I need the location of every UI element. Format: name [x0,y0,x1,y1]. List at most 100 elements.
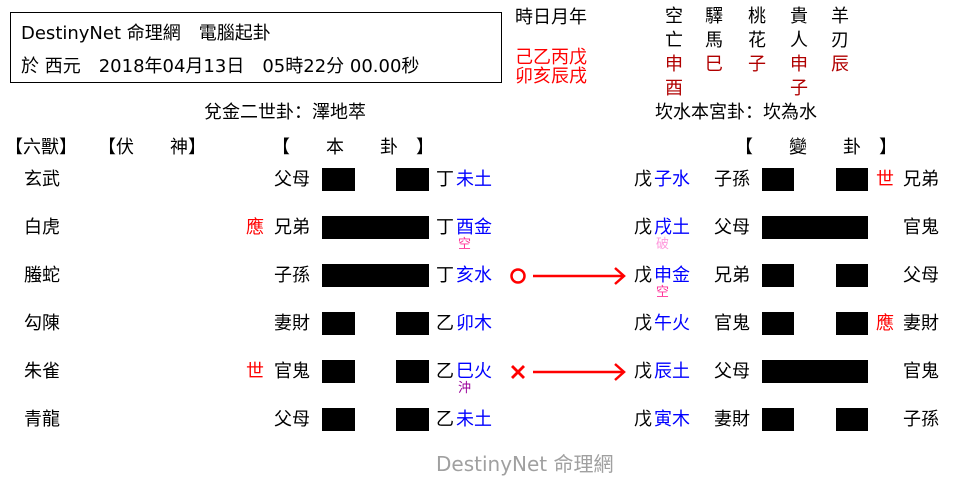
shensha-name: 人 [790,30,808,51]
bian-stem: 戊 [634,409,652,430]
shensha-name: 貴 [790,6,808,27]
shensha-name: 馬 [705,30,723,51]
yin-bar-left [762,168,794,191]
yin-bar-left [322,312,355,335]
najia-branch: 未土 [456,409,492,430]
shensha-name: 桃 [748,6,766,27]
shensha-kongwang: 空 亡 申 酉 [663,5,685,101]
shensha-name: 亡 [665,30,683,51]
header-fushen: 【伏 神】 [98,137,206,158]
najia-stem: 乙 [436,361,454,382]
moving-yao-cross-arrow-icon [511,363,626,381]
yin-bar-right [396,168,429,191]
yin-bar-right [836,264,868,287]
shensha-value: 子 [748,54,766,75]
yin-bar-left [762,264,794,287]
header-liushou: 【六獸】 [5,137,77,158]
title-line: DestinyNet 命理網 電腦起卦 [21,23,271,44]
bian-branch: 申金 [654,265,690,286]
po-note: 破 [656,237,670,252]
yin-bar-left [322,408,355,431]
yang-bar [762,216,868,239]
moving-yao-circle-arrow-icon [510,267,626,285]
info-box: DestinyNet 命理網 電腦起卦 於 西元 2018年04月13日 05時… [10,12,502,83]
chong-note: 沖 [458,381,472,396]
beast-label: 青龍 [24,409,60,430]
shensha-value: 巳 [705,54,723,75]
beast-label: 玄武 [24,169,60,190]
palace-relative: 父母 [903,265,939,286]
yin-bar-right [836,312,868,335]
shi-ying-mark: 應 [246,217,264,238]
bian-relative: 妻財 [714,409,750,430]
palace-relative: 官鬼 [903,217,939,238]
kong-note: 空 [458,237,472,252]
shensha-name: 驛 [705,6,723,27]
shensha-yima: 驛 馬 巳 [703,5,725,77]
yang-bar [322,216,429,239]
yin-bar-right [836,408,868,431]
palace-relative: 官鬼 [903,361,939,382]
palace-relative: 兄弟 [903,169,939,190]
najia-stem: 丁 [436,169,454,190]
najia-branch: 酉金 [456,217,492,238]
bian-branch: 子水 [654,169,690,190]
relative-label: 妻財 [274,313,310,334]
bian-branch: 辰土 [654,361,690,382]
yin-bar-left [762,312,794,335]
yin-bar-right [396,312,429,335]
najia-branch: 卯木 [456,313,492,334]
palace-relative: 妻財 [903,313,939,334]
ganzhi-branches: 卯亥辰戌 [515,66,587,87]
relative-label: 父母 [274,169,310,190]
shensha-value: 子 [790,78,808,99]
shensha-name: 空 [665,6,683,27]
bian-stem: 戊 [634,265,652,286]
shensha-name: 刃 [831,30,849,51]
bian-relative: 兄弟 [714,265,750,286]
najia-stem: 丁 [436,265,454,286]
yin-bar-right [396,408,429,431]
yang-bar [762,360,868,383]
bian-branch: 戌土 [654,217,690,238]
beast-label: 朱雀 [24,361,60,382]
relative-label: 父母 [274,409,310,430]
palace-relative: 子孫 [903,409,939,430]
yin-bar-right [396,360,429,383]
bian-branch: 寅木 [654,409,690,430]
bian-stem: 戊 [634,217,652,238]
najia-branch: 未土 [456,169,492,190]
beast-label: 螣蛇 [24,265,60,286]
bian-stem: 戊 [634,169,652,190]
bian-relative: 官鬼 [714,313,750,334]
shensha-guiren: 貴 人 申 子 [788,5,810,101]
bian-gua-title: 坎水本宮卦：坎為水 [655,102,817,123]
bian-branch: 午火 [654,313,690,334]
bian-relative: 子孫 [714,169,750,190]
bian-stem: 戊 [634,313,652,334]
shensha-value: 申 [665,54,683,75]
shensha-value: 申 [790,54,808,75]
shi-ying-mark: 世 [876,169,894,190]
yang-bar [322,264,429,287]
shensha-yangren: 羊 刃 辰 [829,5,851,77]
yin-bar-left [322,168,355,191]
relative-label: 兄弟 [274,217,310,238]
shensha-taohua: 桃 花 子 [746,5,768,77]
shensha-name: 羊 [831,6,849,27]
najia-branch: 亥水 [456,265,492,286]
shensha-value: 辰 [831,54,849,75]
yin-bar-right [836,168,868,191]
bian-relative: 父母 [714,361,750,382]
shi-ying-mark: 世 [246,361,264,382]
beast-label: 勾陳 [24,313,60,334]
najia-stem: 乙 [436,409,454,430]
shi-ying-mark: 應 [876,313,894,334]
header-bengua: 【 本 卦 】 [272,137,434,158]
watermark: DestinyNet 命理網 [436,452,614,476]
najia-branch: 巳火 [456,361,492,382]
najia-stem: 丁 [436,217,454,238]
shensha-name: 花 [748,30,766,51]
yin-bar-left [322,360,355,383]
date-line: 於 西元 2018年04月13日 05時22分 00.00秒 [21,56,420,77]
